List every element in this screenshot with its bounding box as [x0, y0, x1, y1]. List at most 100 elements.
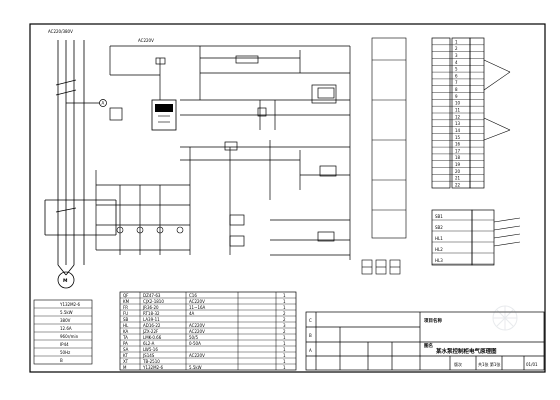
terminal-number: 22	[455, 183, 461, 188]
parts-model: DZ47-63	[143, 293, 161, 298]
motor-legend-value: 12.6A	[60, 326, 72, 331]
parts-code: KT	[123, 353, 128, 358]
parts-code: SB	[123, 317, 129, 322]
terminal-number: 17	[455, 148, 461, 153]
parts-qty: 1	[283, 341, 286, 346]
motor-legend-value: 5.5kW	[60, 310, 73, 315]
ammeter-symbol: A	[99, 99, 107, 107]
parts-qty: 1	[283, 293, 286, 298]
title-row-letter: B	[309, 333, 312, 338]
parts-code: TA	[122, 335, 128, 340]
terminal-number: 19	[455, 162, 461, 167]
svg-text:M: M	[63, 278, 68, 284]
motor-legend-value: 50Hz	[60, 350, 70, 355]
external-wiring	[483, 59, 521, 247]
parts-model: TB-2510	[142, 359, 160, 364]
terminal-number: 12	[455, 114, 461, 119]
parts-code: FU	[123, 311, 128, 316]
title-row-letter: C	[309, 318, 312, 323]
parts-code: QF	[123, 293, 129, 298]
parts-qty: 1	[283, 359, 286, 364]
terminal-number: 20	[455, 169, 461, 174]
parts-spec: 11~16A	[189, 305, 206, 310]
status-lamps	[116, 226, 184, 234]
terminal-number: 21	[455, 176, 461, 181]
protection-relay-box	[151, 99, 177, 131]
parts-model: JS14S	[142, 353, 155, 358]
sheet-label: 共1张 第1张	[478, 361, 500, 367]
terminal-board-lower	[431, 209, 495, 266]
parts-code: PA	[123, 341, 128, 346]
parts-code: KM	[123, 299, 130, 304]
parts-model: Y132M2-6	[142, 365, 164, 370]
remote-panel-label: HL3	[435, 258, 443, 263]
parts-spec: C16	[189, 293, 197, 298]
title-row-letter: A	[309, 348, 312, 353]
selector-switches	[361, 259, 401, 275]
terminal-number: 5	[455, 67, 458, 72]
terminal-number: 1	[455, 39, 458, 44]
parts-code: SA	[123, 347, 129, 352]
motor-symbol: M	[57, 271, 75, 289]
terminal-number: 14	[455, 128, 461, 133]
parts-code: M	[123, 365, 127, 370]
terminal-number: 7	[455, 80, 458, 85]
terminal-number: 9	[455, 94, 458, 99]
legend-column	[371, 37, 407, 239]
terminal-number: 18	[455, 155, 461, 160]
terminal-number: 6	[455, 73, 458, 78]
parts-code: XT	[123, 359, 129, 364]
parts-code: KA	[123, 329, 129, 334]
motor-legend-value: B	[60, 358, 63, 363]
parts-model: LA39-11	[143, 317, 160, 322]
parts-model: LMK-0.66	[143, 335, 162, 340]
motor-legend-value: Y132M2-6	[59, 302, 81, 307]
parts-model: 6L2-A	[143, 341, 155, 346]
parts-model: AD16-22	[143, 323, 161, 328]
parts-qty: 1	[283, 365, 286, 370]
terminal-number: 3	[455, 53, 458, 58]
title-block-row-letters: C B A	[309, 318, 312, 353]
parts-spec: AC220V	[189, 329, 205, 334]
terminal-number: 2	[455, 46, 458, 51]
parts-spec: 0-50A	[189, 341, 201, 346]
parts-model: JR36-20	[142, 305, 159, 310]
parts-spec: 4A	[189, 311, 195, 316]
parts-spec: 50/5	[189, 335, 198, 340]
parts-model: CJX2-1810	[143, 299, 164, 304]
svg-text:A: A	[102, 101, 105, 106]
revision-label: 版次	[454, 361, 462, 367]
parts-qty: 1	[283, 305, 286, 310]
control-voltage-label: AC220V	[138, 38, 154, 43]
terminal-number: 15	[455, 135, 461, 140]
terminal-number: 8	[455, 87, 458, 92]
parts-model: RT18-32	[143, 311, 160, 316]
current-transformer-box	[109, 107, 123, 121]
level-sensor-box	[311, 84, 337, 104]
motor-legend-value: IP44	[60, 342, 69, 347]
sheet-ratio: 01/01	[526, 362, 538, 367]
parts-code: HL	[123, 323, 129, 328]
parts-model: LW5-16	[143, 347, 158, 352]
outer-frame	[29, 23, 546, 373]
parts-qty: 2	[283, 329, 286, 334]
parts-spec: AC220V	[189, 299, 205, 304]
terminal-number: 13	[455, 121, 461, 126]
drawing-name: 某水泵控制柜电气原理图	[436, 347, 497, 355]
drawing-label: 图名	[424, 342, 433, 349]
parts-qty: 3	[283, 323, 286, 328]
terminal-number: 11	[455, 108, 461, 113]
parts-qty: 1	[283, 347, 286, 352]
parts-spec: AC220V	[189, 323, 205, 328]
parts-qty: 2	[283, 317, 286, 322]
remote-panel-label: SB2	[435, 225, 443, 230]
parts-code: FR	[123, 305, 128, 310]
motor-legend-value: 960r/min	[60, 334, 79, 339]
incoming-supply-label: AC220/380V	[48, 29, 73, 34]
control-circuit	[95, 45, 351, 260]
watermark-logo	[492, 305, 518, 331]
title-block	[305, 311, 545, 371]
